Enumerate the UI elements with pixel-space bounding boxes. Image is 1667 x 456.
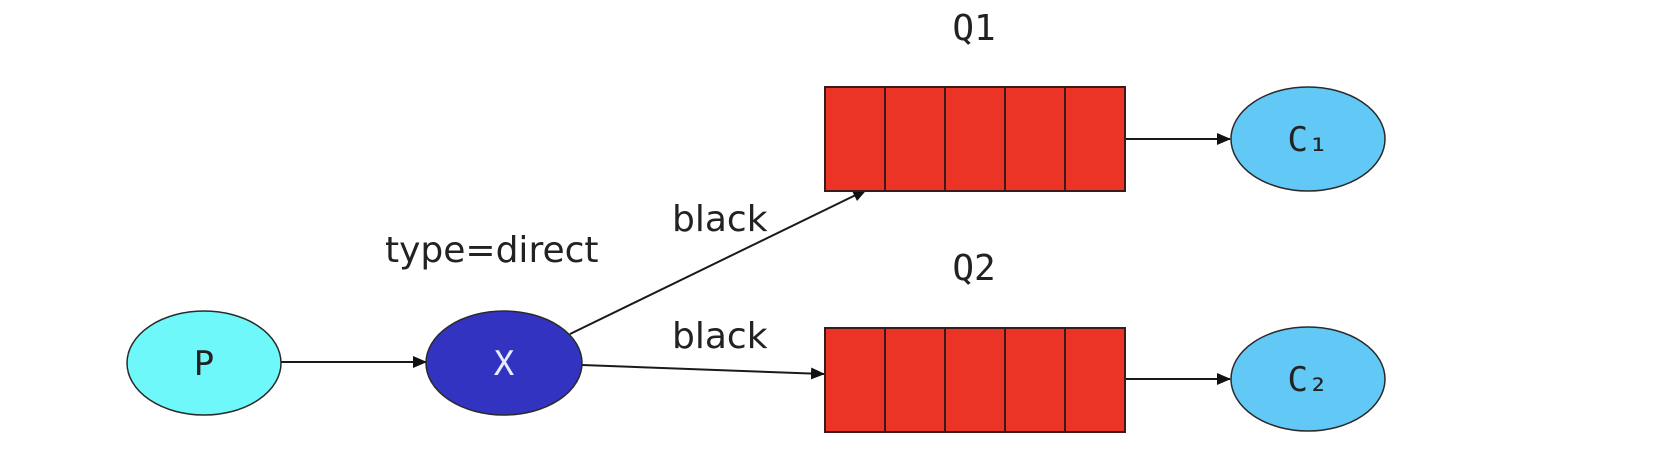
consumer2-ellipse <box>1230 326 1386 432</box>
producer-label: P <box>194 344 214 384</box>
queue1-cell <box>944 86 1006 192</box>
queue2 <box>824 327 1126 433</box>
queue1-cell <box>1004 86 1066 192</box>
queue2-cell <box>1004 327 1066 433</box>
edge-label-x-q1: black <box>672 199 768 240</box>
exchange-label: X <box>494 344 515 384</box>
queue1-label: Q1 <box>952 8 995 49</box>
edge-exchange-to-queue2 <box>581 364 825 380</box>
consumer1-label: C₁ <box>1288 120 1329 160</box>
exchange-node: X <box>425 310 583 416</box>
consumer1-ellipse <box>1230 86 1386 192</box>
queue1-cell <box>884 86 946 192</box>
exchange-ellipse <box>425 310 583 416</box>
queue2-label: Q2 <box>952 248 995 289</box>
queue1-cell <box>824 86 886 192</box>
consumer1-node: C₁ <box>1230 86 1386 192</box>
queue2-cell <box>884 327 946 433</box>
producer-ellipse <box>126 310 282 416</box>
consumer2-label: C₂ <box>1288 360 1329 400</box>
queue2-cell <box>944 327 1006 433</box>
queue1 <box>824 86 1126 192</box>
queue2-cell <box>824 327 886 433</box>
edge-exchange-to-queue1 <box>569 189 867 335</box>
consumer2-node: C₂ <box>1230 326 1386 432</box>
queue1-cell <box>1064 86 1126 192</box>
edge-label-x-q2: black <box>672 316 768 357</box>
queue2-cell <box>1064 327 1126 433</box>
exchange-type-label: type=direct <box>385 230 599 271</box>
producer-node: P <box>126 310 282 416</box>
